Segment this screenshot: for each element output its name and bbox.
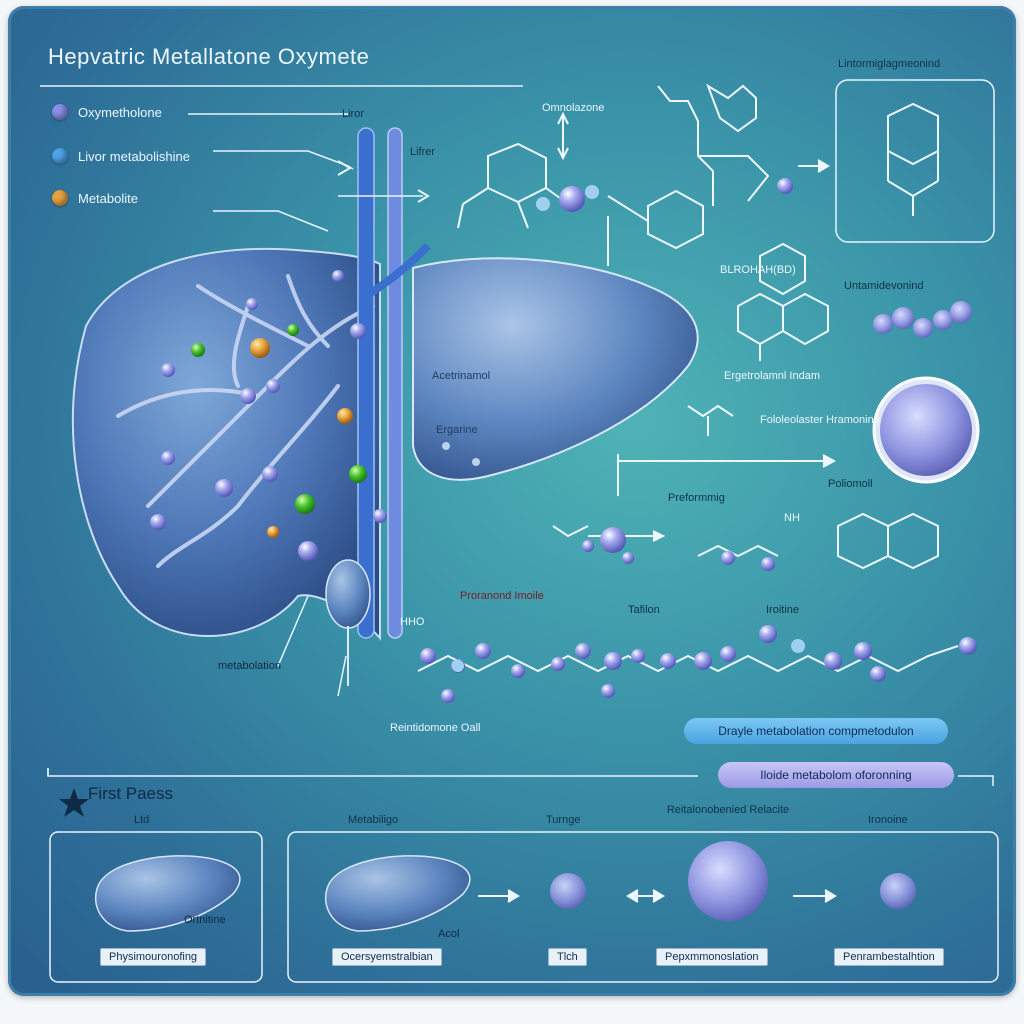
- legend-item-oxymetholone: Oxymetholone: [52, 104, 162, 120]
- label-liver-inner-2: Ergarine: [436, 424, 478, 436]
- diagram-title: Hepvatric Metallatone Oxymete: [48, 44, 369, 70]
- first-pass-col-top-5: Ironoine: [868, 814, 908, 826]
- first-pass-label-2: Ocersyemstralbian: [332, 948, 442, 966]
- first-pass-label-3: Tlch: [548, 948, 587, 966]
- first-pass-col-top-4: Reitalonobenied Relacite: [658, 804, 798, 816]
- first-pass-label-4: Pepxmmonoslation: [656, 948, 768, 966]
- chem-label-chain-2: Tafilon: [628, 604, 660, 616]
- legend-dot-icon: [52, 104, 68, 120]
- label-liver-top: Liror: [342, 108, 364, 120]
- legend-label: Livor metabolishine: [78, 149, 190, 164]
- chem-label-right-mid: Poliomoll: [828, 478, 873, 490]
- label-liver-inner-1: Acetrinamol: [432, 370, 490, 382]
- first-pass-col-top-2: Metabiligo: [348, 814, 398, 826]
- chem-label-mid-2: Untamidevonind: [844, 280, 924, 292]
- chem-label-mid-3: Ergetrolamnl Indam: [724, 370, 820, 382]
- legend-dot-icon: [52, 190, 68, 206]
- first-pass-liver-label-2: Acol: [438, 928, 459, 940]
- chem-label-hho: HHO: [400, 616, 424, 628]
- pill-purple-metabolom: Iloide metabolom oforonning: [718, 762, 954, 788]
- chem-label-chain-3: Iroitine: [766, 604, 799, 616]
- liver-illustration: [73, 128, 698, 686]
- label-liver-side: Lifrer: [410, 146, 435, 158]
- first-pass-heading: First Paess: [88, 784, 173, 804]
- chem-label-mid-4: Fololeolaster Hramoning: [760, 414, 880, 426]
- first-pass-label-5: Penrambestalhtion: [834, 948, 944, 966]
- legend-label: Metabolite: [78, 191, 138, 206]
- label-metabolism: metabolation: [218, 660, 281, 672]
- chem-label-chain-left: Preformmig: [668, 492, 725, 504]
- chem-label-nh: NH: [784, 512, 800, 524]
- chem-label-top-right: Lintormiglagmeonind: [838, 58, 940, 70]
- first-pass-col-top-1: Ltd: [134, 814, 149, 826]
- first-pass-label-1: Physimouronofing: [100, 948, 206, 966]
- diagram-panel: Hepvatric Metallatone Oxymete Oxymetholo…: [8, 6, 1016, 996]
- legend-dot-icon: [52, 148, 68, 164]
- legend-item-liver: Livor metabolishine: [52, 148, 190, 164]
- chem-label-top-center: Omnolazone: [542, 102, 604, 114]
- chem-label-chain-1: Proranond Imoile: [460, 590, 544, 602]
- legend-item-metabolite: Metabolite: [52, 190, 138, 206]
- pill-blue-metabolation: Drayle metabolation compmetodulon: [684, 718, 948, 744]
- legend-label: Oxymetholone: [78, 105, 162, 120]
- first-pass-col-top-3: Turnge: [546, 814, 580, 826]
- chem-label-chain-bottom: Reintidomone Oall: [390, 722, 481, 734]
- first-pass-liver-label: Ortnitine: [184, 914, 226, 926]
- chem-label-mid-1: BLROHAH(BD): [720, 264, 796, 276]
